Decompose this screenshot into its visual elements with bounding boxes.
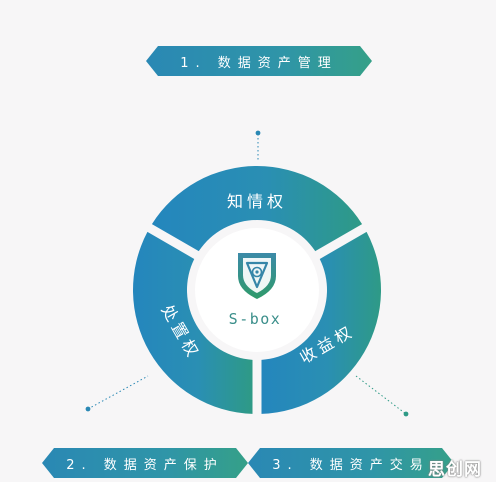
shield-swirl-icon (238, 253, 276, 299)
connector-dot-top (255, 130, 261, 136)
ribbon-label: 3. 数据资产交易 (272, 457, 430, 473)
segment-right (261, 231, 381, 414)
connector-line-right (355, 375, 407, 415)
ribbon-label: 2. 数据资产保护 (66, 457, 224, 473)
ribbon-label: 1. 数据资产管理 (180, 55, 338, 71)
segment-left (132, 231, 253, 414)
watermark-logo: 思创网 (428, 459, 482, 480)
segment-top (151, 166, 363, 252)
ribbon-data-asset-protection: 2. 数据资产保护 (42, 448, 248, 478)
ribbon-data-asset-trading: 3. 数据资产交易 (248, 448, 454, 478)
connector-line-left (87, 375, 149, 410)
ribbon-data-asset-management: 1. 数据资产管理 (146, 46, 372, 76)
segment-label-top: 知情权 (227, 192, 287, 211)
connector-dot-right (403, 411, 409, 417)
center-title: S-box (229, 310, 282, 328)
connector-dot-left (85, 406, 91, 412)
